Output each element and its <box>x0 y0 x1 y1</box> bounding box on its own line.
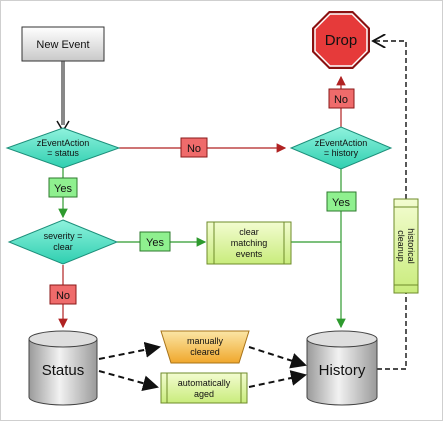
status-db-node: Status <box>28 330 98 406</box>
history-db-label: History <box>319 362 366 379</box>
automatically-aged-node: automatically aged <box>160 372 248 404</box>
label-yes-status: Yes <box>48 177 78 198</box>
decision-status-line2: = status <box>47 148 79 158</box>
clear-matching-line3: events <box>236 249 263 259</box>
new-event-node: New Event <box>21 26 105 62</box>
decision-severity: severity = clear <box>7 219 119 265</box>
manually-cleared-line1: manually <box>187 336 224 346</box>
clear-matching-events-node: clear matching events <box>206 221 292 265</box>
decision-severity-line2: clear <box>53 242 73 252</box>
automatically-aged-line1: automatically <box>178 378 231 388</box>
edge-new-to-status-decision <box>56 61 70 133</box>
drop-label: Drop <box>325 32 358 49</box>
clear-matching-line1: clear <box>239 227 259 237</box>
decision-status: zEventAction = status <box>5 127 121 169</box>
decision-history: zEventAction = history <box>289 126 393 170</box>
decision-history-line2: = history <box>324 148 359 158</box>
decision-history-line1: zEventAction <box>315 138 368 148</box>
label-yes-text: Yes <box>54 183 72 195</box>
manually-cleared-line2: cleared <box>190 347 220 357</box>
label-no-text: No <box>187 143 201 155</box>
label-yes-text: Yes <box>146 237 164 249</box>
drop-node: Drop <box>312 11 370 69</box>
decision-status-line1: zEventAction <box>37 138 90 148</box>
edge-history-cleanup-to-drop <box>373 41 407 370</box>
historical-cleanup-line1: historical <box>406 228 416 264</box>
label-no-severity: No <box>49 284 77 305</box>
manually-cleared-node: manually cleared <box>160 330 250 364</box>
edge-manual-to-history <box>248 346 307 369</box>
edge-status-to-manual <box>98 341 161 360</box>
label-no-history: No <box>328 88 355 109</box>
label-no-text: No <box>334 94 348 106</box>
historical-cleanup-line2: cleanup <box>396 230 406 262</box>
label-yes-text: Yes <box>332 197 350 209</box>
automatically-aged-line2: aged <box>194 389 214 399</box>
label-yes-history: Yes <box>326 191 357 212</box>
label-no-status-to-history: No <box>180 137 208 158</box>
label-yes-severity: Yes <box>139 231 171 252</box>
edge-status-to-aged <box>98 370 159 391</box>
edge-aged-to-history <box>248 370 307 388</box>
history-db-node: History <box>306 330 378 406</box>
decision-severity-line1: severity = <box>44 231 83 241</box>
status-db-label: Status <box>42 362 85 379</box>
new-event-label: New Event <box>36 39 89 51</box>
clear-matching-line2: matching <box>231 238 268 248</box>
historical-cleanup-node: historical cleanup <box>393 198 419 294</box>
label-no-text: No <box>56 290 70 302</box>
